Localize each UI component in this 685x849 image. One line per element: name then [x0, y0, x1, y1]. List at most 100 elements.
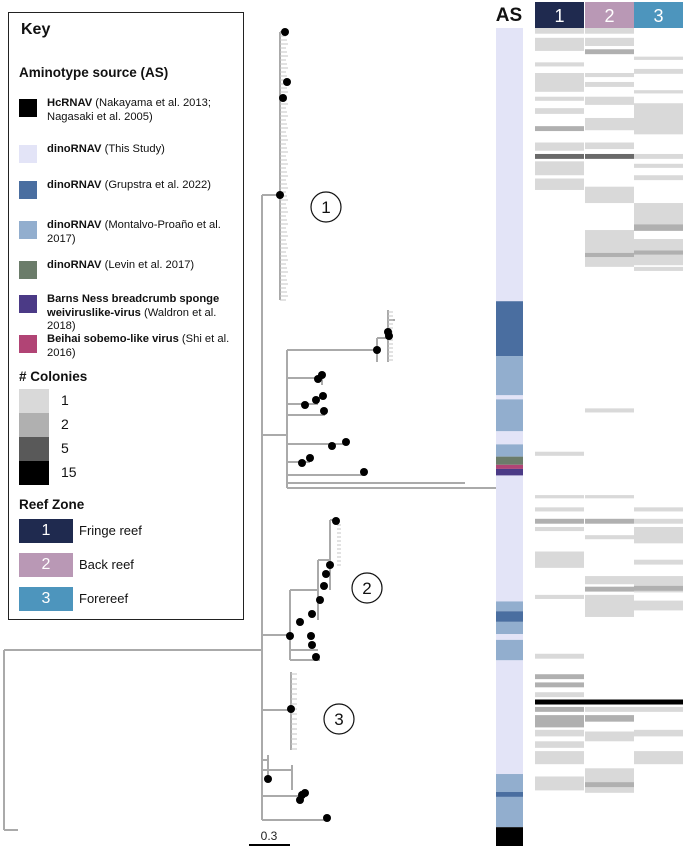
- heatmap-cell: [535, 699, 683, 705]
- as-item-citation: (Levin et al. 2017): [101, 259, 195, 271]
- as-swatch: [19, 261, 37, 279]
- tree-node: [319, 392, 327, 400]
- as-item-name: dinoRNAV: [47, 219, 102, 231]
- as-bar-segment: [496, 431, 523, 445]
- as-bar-segment: [496, 774, 523, 793]
- zone-label: Back reef: [79, 557, 134, 572]
- heatmap-cell: [535, 108, 584, 114]
- tree-node: [320, 582, 328, 590]
- tree-node: [312, 653, 320, 661]
- zone-swatch: 1: [19, 519, 73, 543]
- heatmap-cell: [634, 518, 683, 524]
- as-bar-segment: [496, 634, 523, 640]
- tree-node: [316, 596, 324, 604]
- as-bar-segment: [496, 792, 523, 797]
- tree-node: [332, 517, 340, 525]
- as-bar-segment: [496, 468, 523, 476]
- tree-node: [287, 705, 295, 713]
- clade-circle: [323, 703, 355, 735]
- as-item-label: dinoRNAV (Grupstra et al. 2022): [47, 179, 237, 193]
- heatmap-cell: [634, 68, 683, 74]
- heatmap-cell: [535, 751, 584, 765]
- zone-swatch: 2: [19, 553, 73, 577]
- heatmap-cell: [535, 507, 584, 512]
- tree-node: [308, 641, 316, 649]
- tree-nodes: [264, 28, 393, 822]
- as-item-label: dinoRNAV (Levin et al. 2017): [47, 259, 237, 273]
- zone-swatch: 3: [19, 587, 73, 611]
- scale-bar-label: 0.3: [261, 829, 278, 843]
- colony-swatch: [19, 389, 49, 413]
- heatmap-cell: [535, 72, 584, 92]
- heatmap-cell: [535, 518, 584, 524]
- as-item-citation: (Nakayama et al. 2013; Nagasaki et al. 2…: [47, 97, 211, 123]
- as-bar-segment: [496, 639, 523, 661]
- tree-node: [301, 401, 309, 409]
- as-bar-segment: [496, 796, 523, 828]
- heatmap-cell: [634, 266, 683, 271]
- heatmap-cell: [535, 594, 584, 599]
- as-item-name: dinoRNAV: [47, 143, 102, 155]
- tree-node: [318, 371, 326, 379]
- tree-node: [279, 94, 287, 102]
- heatmap-cell: [535, 715, 584, 728]
- as-item-label: HcRNAV (Nakayama et al. 2013; Nagasaki e…: [47, 97, 237, 124]
- heatmap-cell: [585, 715, 634, 722]
- as-item-citation: (Grupstra et al. 2022): [101, 179, 211, 191]
- as-bar-segment: [496, 611, 523, 622]
- heatmap-cell: [585, 408, 634, 413]
- heatmap-cell: [634, 163, 683, 168]
- heatmap-cell: [535, 451, 584, 456]
- zone-header-label: 1: [554, 6, 564, 26]
- heatmap-cell: [535, 178, 584, 190]
- heatmap-cell: [634, 600, 683, 611]
- colony-swatch: [19, 461, 49, 485]
- heatmap-cell: [535, 153, 584, 159]
- heatmap-cell: [535, 653, 584, 659]
- aminotype-source-bar: [496, 28, 523, 846]
- heatmap-cell: [634, 559, 683, 565]
- colony-swatch: [19, 413, 49, 437]
- zone-label: Fringe reef: [79, 523, 142, 538]
- heatmap-cell: [634, 706, 683, 712]
- heatmap-cell: [585, 72, 634, 78]
- heatmap-cell: [634, 203, 683, 225]
- heatmap-cell: [634, 153, 683, 159]
- as-swatch: [19, 335, 37, 353]
- heatmap-cell: [585, 535, 634, 540]
- zone-header-label: 2: [604, 6, 614, 26]
- as-bar-segment: [496, 827, 523, 846]
- tree-node: [320, 407, 328, 415]
- as-item-label: dinoRNAV (Montalvo-Proaño et al. 2017): [47, 219, 237, 246]
- as-item-name: HcRNAV: [47, 97, 93, 109]
- as-bar-segment: [496, 660, 523, 775]
- colony-swatch: [19, 437, 49, 461]
- colony-label: 15: [61, 464, 77, 480]
- heatmap-cell: [585, 96, 634, 105]
- as-swatch: [19, 145, 37, 163]
- heatmap-cell: [634, 585, 683, 591]
- tree-node: [296, 618, 304, 626]
- heatmap-cell: [585, 594, 634, 617]
- heatmap-cell: [535, 551, 584, 568]
- heatmap-cell: [634, 90, 683, 94]
- as-bar-segment: [496, 621, 523, 635]
- tree-node: [322, 570, 330, 578]
- clade-circle: [351, 572, 383, 604]
- as-bar-segment: [496, 464, 523, 469]
- as-section-title: Aminotype source (AS): [19, 65, 169, 80]
- tree-node: [326, 561, 334, 569]
- tree-node: [323, 814, 331, 822]
- heatmap-cell: [585, 518, 634, 524]
- heatmap-cell: [535, 776, 584, 791]
- heatmap-cell: [634, 526, 683, 544]
- tree-node: [286, 632, 294, 640]
- clade-circle: [310, 191, 342, 223]
- heatmap-cell: [585, 28, 634, 34]
- heatmap-cell: [535, 692, 584, 698]
- as-item-name: Barns Ness breadcrumb sponge weiviruslik…: [47, 293, 220, 319]
- key-title: Key: [21, 21, 51, 38]
- heatmap-cell: [535, 526, 584, 532]
- colony-label: 5: [61, 440, 69, 456]
